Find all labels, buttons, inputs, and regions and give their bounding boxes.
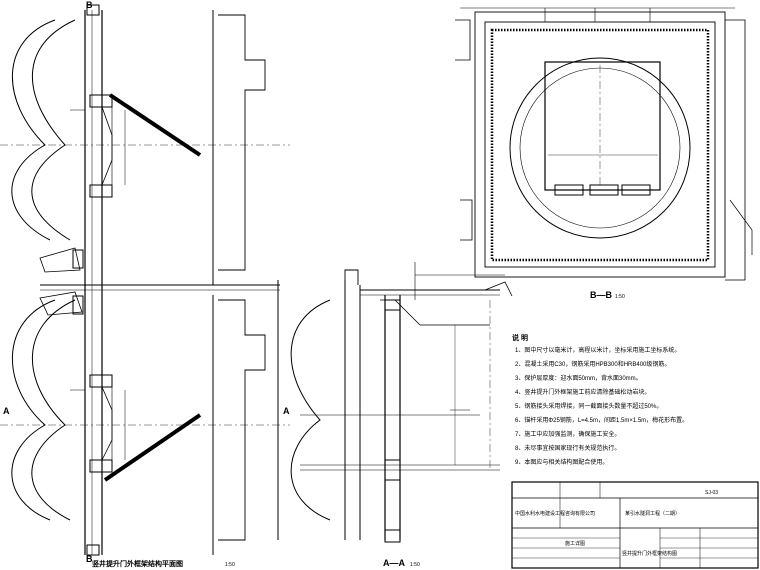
plan-view [0,4,290,556]
note-item: 8、未尽事宜按国家现行有关规范执行。 [515,444,620,452]
note-item: 2、混凝土采用C30，钢筋采用HPB300和HRB400级钢筋。 [515,360,670,368]
marker-b-bottom: B [86,554,93,564]
title-drawing-no: SJ-03 [705,490,718,496]
section-aa-view [290,269,513,543]
title-block [511,481,759,569]
section-bb-labels: B—B 1:50 [590,290,625,300]
note-item: 6、锚杆采用Φ25钢筋，L=4.5m，间距1.5m×1.5m，梅花形布置。 [515,416,688,424]
section-aa-labels: A—A 1:50 [383,558,420,568]
note-item: 1、图中尺寸以毫米计，高程以米计，坐标采用施工坐标系统。 [515,346,680,354]
title-project: 某引水隧洞工程（二期） [625,510,680,517]
title-drawing-name: 竖井提升门外框架结构图 [622,550,677,557]
section-aa-scale: 1:50 [410,562,420,568]
plan-view-scale: 1:50 [225,562,235,568]
note-item: 4、竖井提升门外框架施工前应清除基础松动岩块。 [515,388,650,396]
plan-view-title: 竖井提升门外框架结构平面图 [92,559,183,568]
section-aa-title: A—A [383,558,405,568]
marker-b-top: B [86,0,93,10]
marker-a-right: A [283,406,290,416]
section-bb-scale: 1:50 [615,294,625,300]
note-item: 9、本图应与相关结构图配合使用。 [515,458,608,466]
notes-block: 说 明 1、图中尺寸以毫米计，高程以米计，坐标采用施工坐标系统。 2、混凝土采用… [512,333,688,466]
note-item: 5、钢筋接头采用焊接，同一截面接头数量不超过50%。 [515,402,662,410]
notes-heading: 说 明 [512,333,528,342]
marker-a-left: A [3,406,10,416]
note-item: 3、保护层厚度：迎水面50mm，背水面30mm。 [515,374,642,382]
section-bb-view [414,7,753,300]
section-bb-title: B—B [590,290,612,300]
title-company: 中国水利水电建设工程咨询有限公司 [515,510,595,517]
title-stage: 施工详图 [565,540,585,547]
note-item: 7、施工中应加强监测，确保施工安全。 [515,430,620,438]
title-block-text: 中国水利水电建设工程咨询有限公司 某引水隧洞工程（二期） 施工详图 竖井提升门外… [515,490,718,557]
plan-view-labels: A A B B 竖井提升门外框架结构平面图 1:50 [3,0,290,568]
